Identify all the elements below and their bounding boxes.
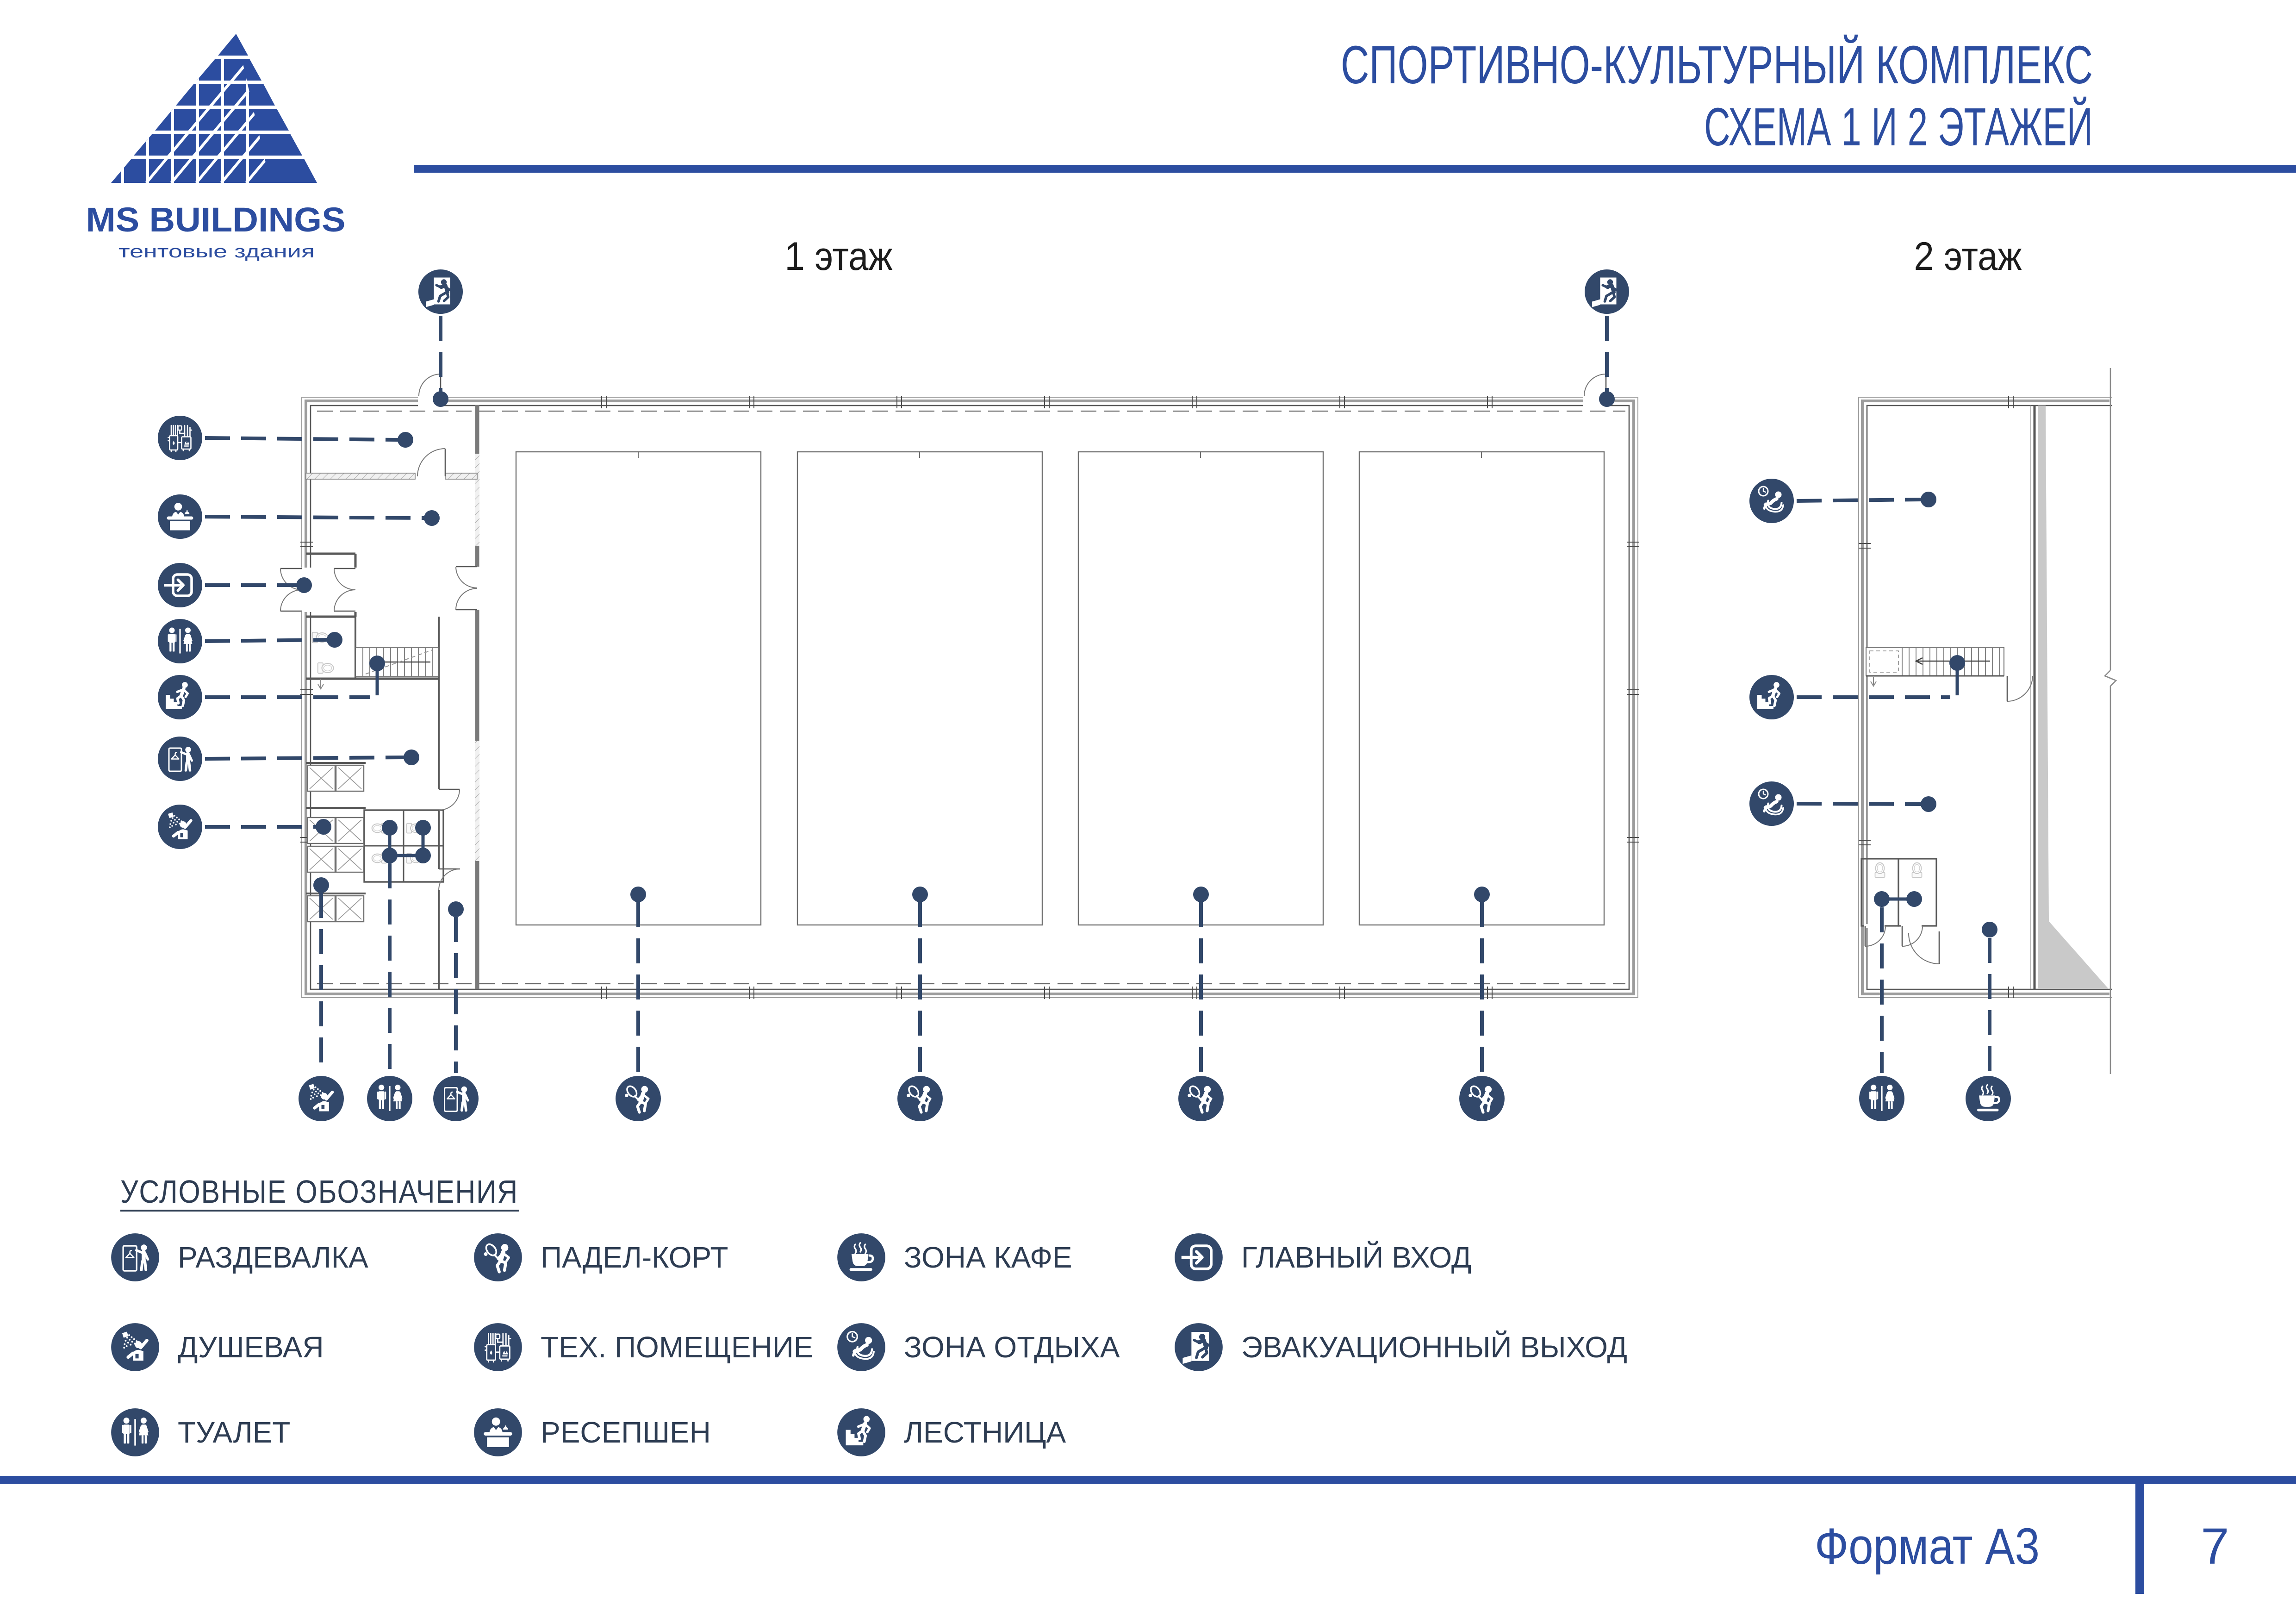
svg-text:ЛЕСТНИЦА: ЛЕСТНИЦА [904, 1416, 1066, 1449]
svg-text:ДУШЕВАЯ: ДУШЕВАЯ [178, 1330, 324, 1364]
svg-text:ТУАЛЕТ: ТУАЛЕТ [178, 1416, 290, 1449]
svg-text:ЗОНА КАФЕ: ЗОНА КАФЕ [904, 1241, 1072, 1274]
svg-text:ЭВАКУАЦИОННЫЙ ВЫХОД: ЭВАКУАЦИОННЫЙ ВЫХОД [1241, 1330, 1627, 1364]
svg-text:УСЛОВНЫЕ ОБОЗНАЧЕНИЯ: УСЛОВНЫЕ ОБОЗНАЧЕНИЯ [120, 1174, 518, 1210]
svg-text:СХЕМА 1 И 2 ЭТАЖЕЙ: СХЕМА 1 И 2 ЭТАЖЕЙ [1704, 96, 2093, 157]
svg-text:тентовые здания: тентовые здания [118, 242, 315, 262]
svg-text:2 этаж: 2 этаж [1914, 234, 2022, 279]
svg-text:СПОРТИВНО-КУЛЬТУРНЫЙ КОМПЛЕКС: СПОРТИВНО-КУЛЬТУРНЫЙ КОМПЛЕКС [1341, 34, 2093, 95]
svg-text:ТЕХ. ПОМЕЩЕНИЕ: ТЕХ. ПОМЕЩЕНИЕ [541, 1330, 813, 1364]
svg-text:ПАДЕЛ-КОРТ: ПАДЕЛ-КОРТ [541, 1241, 728, 1274]
svg-text:MS BUILDINGS: MS BUILDINGS [86, 200, 346, 239]
svg-text:7: 7 [2201, 1518, 2229, 1575]
svg-text:ГЛАВНЫЙ ВХОД: ГЛАВНЫЙ ВХОД [1241, 1240, 1471, 1274]
svg-text:Формат А3: Формат А3 [1815, 1518, 2040, 1575]
svg-text:РАЗДЕВАЛКА: РАЗДЕВАЛКА [178, 1241, 368, 1274]
svg-text:1 этаж: 1 этаж [785, 234, 893, 279]
svg-text:ЗОНА ОТДЫХА: ЗОНА ОТДЫХА [904, 1330, 1120, 1364]
svg-text:РЕСЕПШЕН: РЕСЕПШЕН [541, 1416, 711, 1449]
